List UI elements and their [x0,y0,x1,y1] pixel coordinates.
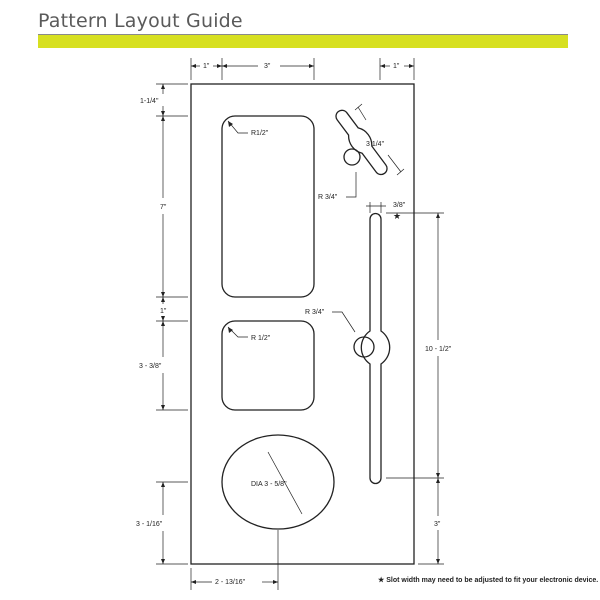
dim-top-right-1: 1" [393,63,400,70]
dim-left-7: 7" [160,204,167,211]
board-outline [190,83,415,565]
accent-bar [38,34,568,48]
cutout-mid-rect [221,320,315,411]
footnote-star: ★ [378,577,385,584]
footnote: ★ Slot width may need to be adjusted to … [378,576,598,584]
dim-right-10-1-2: 10 - 1/2" [425,346,452,353]
dim-left-3-1-16: 3 - 1/16" [136,521,163,528]
footnote-text: Slot width may need to be adjusted to fi… [386,577,599,584]
page-title: Pattern Layout Guide [38,10,243,32]
label-slot-3-1-4: 3 1/4" [366,141,385,148]
dim-bottom-2-13-16: 2 - 13/16" [215,579,246,586]
label-r3-4-top: R 3/4" [318,194,338,201]
slot-ring-hole [353,336,375,358]
dim-left-1: 1" [160,308,167,315]
label-r1-2-top: R1/2" [251,130,269,137]
star-marker: ★ [393,212,401,222]
label-r3-4-mid: R 3/4" [305,309,325,316]
cutout-tall-rect [221,115,315,298]
dim-right-3: 3" [434,521,441,528]
dim-top-left-1: 1" [203,63,210,70]
cutout-vertical-slot [360,212,391,485]
dim-left-1-1-4: 1-1/4" [140,98,159,105]
cutout-ellipse [221,434,335,530]
dim-top-3: 3" [264,63,271,70]
label-dia: DIA 3 - 5/8" [251,481,287,488]
dim-left-3-3-8: 3 - 3/8" [139,363,162,370]
label-slot-3-8: 3/8" [393,202,406,209]
label-r1-2-mid: R 1/2" [251,335,271,342]
diagonal-ring-hole [343,148,361,166]
